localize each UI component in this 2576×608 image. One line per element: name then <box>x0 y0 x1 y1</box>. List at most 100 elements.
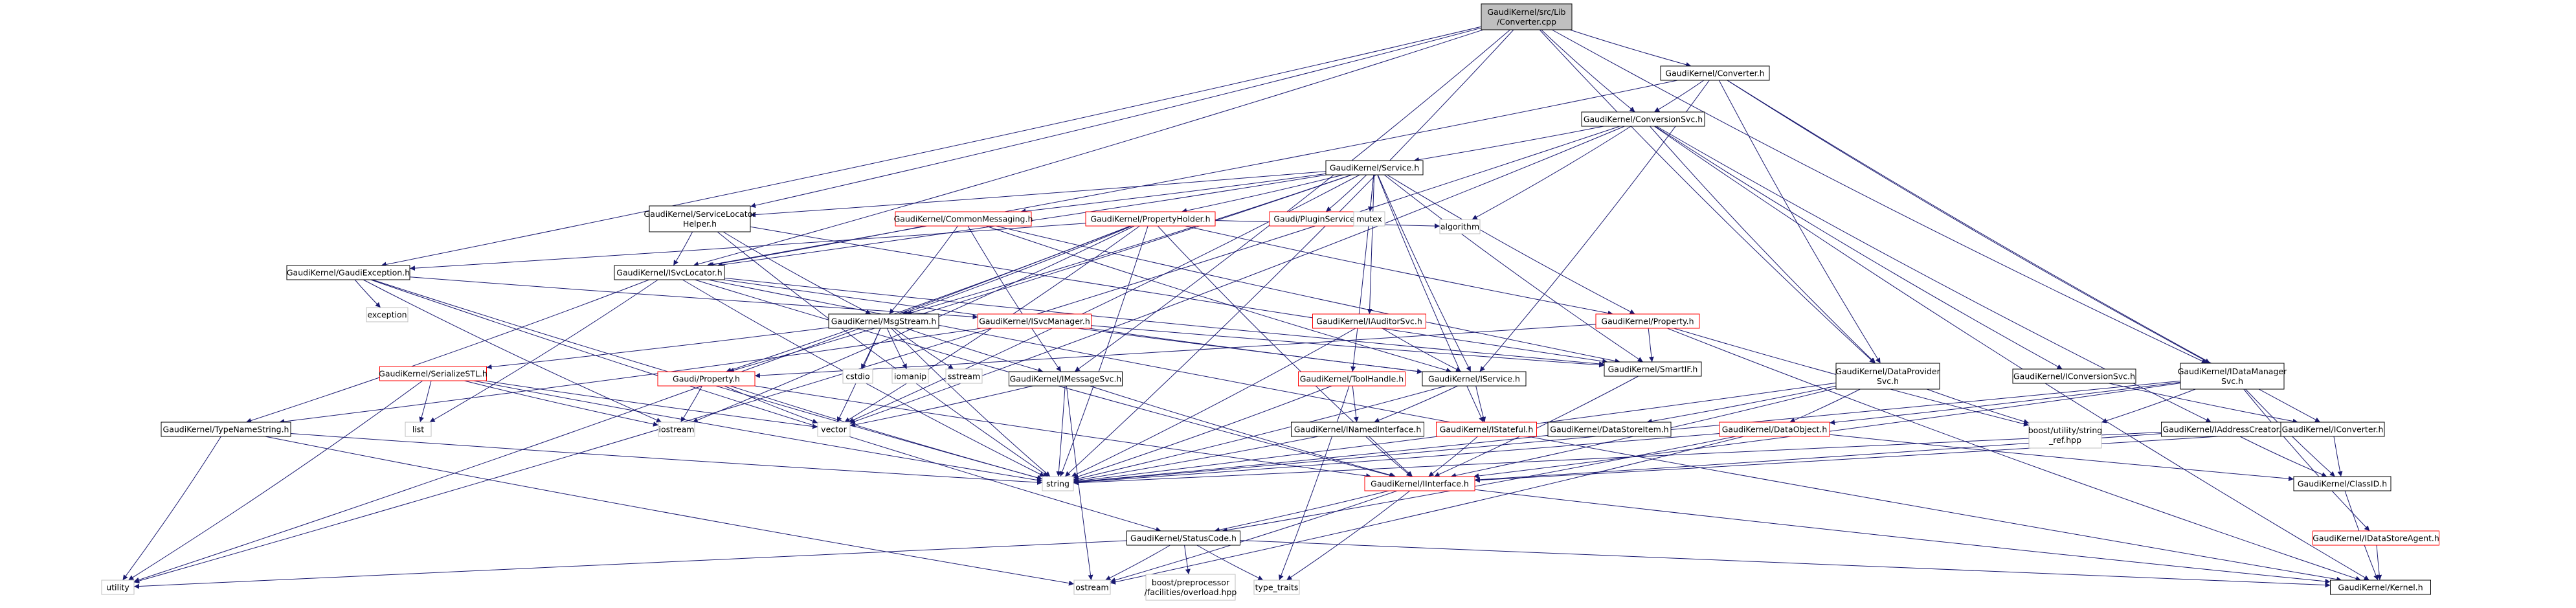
node-label: GaudiKernel/Property.h <box>1601 317 1694 326</box>
node-converter_h[interactable]: GaudiKernel/Converter.h <box>1660 65 1770 81</box>
node-box <box>1353 211 1385 227</box>
node-statuscode_h[interactable]: GaudiKernel/StatusCode.h <box>1126 530 1240 546</box>
node-property_h_gk[interactable]: GaudiKernel/Property.h <box>1595 313 1700 329</box>
edge-iinterface_h-to-statuscode_h <box>1214 490 1389 533</box>
node-label: GaudiKernel/ConversionSvc.h <box>1584 115 1703 124</box>
node-label: list <box>412 425 424 434</box>
node-iconverter_h[interactable]: GaudiKernel/IConverter.h <box>2280 422 2385 437</box>
node-gaudiexception_h[interactable]: GaudiKernel/GaudiException.h <box>286 265 410 280</box>
node-list[interactable]: list <box>405 422 432 437</box>
node-box <box>1422 371 1527 387</box>
node-ostream[interactable]: ostream <box>1073 580 1111 595</box>
edge-serializestl_h-to-utility <box>128 380 423 581</box>
edge-typenamestring_h-to-ostream <box>265 436 1075 586</box>
edge-istateful_h-to-iinterface_h <box>1428 436 1478 477</box>
edge-root-to-imessagesvc_h <box>1074 29 1510 372</box>
edge-propertyholder_h-to-utility <box>133 225 1131 583</box>
node-label: GaudiKernel/PropertyHolder.h <box>1090 214 1210 224</box>
node-box <box>1481 3 1573 30</box>
edge-gaudiexception_h-to-exception <box>354 279 381 308</box>
node-vector[interactable]: vector <box>817 422 851 437</box>
node-property_h_g[interactable]: Gaudi/Property.h <box>657 371 756 387</box>
node-toolhandle_h[interactable]: GaudiKernel/ToolHandle.h <box>1298 371 1406 387</box>
node-dataobject_h[interactable]: GaudiKernel/DataObject.h <box>1719 422 1830 437</box>
edge-servicelocatorhelper_h-to-smartif_h <box>750 226 1608 364</box>
node-label: string <box>1046 479 1070 489</box>
node-kernel_h[interactable]: GaudiKernel/Kernel.h <box>2330 580 2431 595</box>
node-label: GaudiKernel/src/Lib <box>1488 7 1566 17</box>
node-label: GaudiKernel/Service.h <box>1330 163 1419 173</box>
node-serializestl_h[interactable]: GaudiKernel/SerializeSTL.h <box>379 366 487 381</box>
node-label: boost/preprocessor <box>1152 578 1230 587</box>
edge-service_h-to-property_h_gk <box>1387 174 1635 315</box>
edge-idatastoreagent_h-to-kernel_h <box>2376 545 2382 581</box>
node-label: GaudiKernel/INamedInterface.h <box>1294 425 1422 434</box>
node-iauditorsvc_h[interactable]: GaudiKernel/IAuditorSvc.h <box>1312 313 1426 329</box>
node-box <box>1325 160 1424 175</box>
edge-datamanagersvc_h-to-dataobject_h <box>1829 381 2181 425</box>
node-label: iomanip <box>894 372 926 381</box>
node-pluginservice_h[interactable]: Gaudi/PluginService.h <box>1269 211 1367 227</box>
node-sstream[interactable]: sstream <box>945 368 983 384</box>
node-iservice_h[interactable]: GaudiKernel/IService.h <box>1422 371 1527 387</box>
edge-servicelocatorhelper_h-to-string <box>717 231 1049 477</box>
node-box <box>1364 476 1475 491</box>
node-type_traits[interactable]: type_traits <box>1253 580 1300 595</box>
edge-iservice_h-to-inamedinterface_h <box>1374 385 1458 423</box>
node-iaddresscreator_h[interactable]: GaudiKernel/IAddressCreator.h <box>2161 422 2288 437</box>
node-label: Helper.h <box>683 219 717 229</box>
edge-iservice_h-to-string <box>1073 385 1446 482</box>
node-box <box>945 368 983 384</box>
node-typenamestring_h[interactable]: GaudiKernel/TypeNameString.h <box>161 422 291 437</box>
node-mutex[interactable]: mutex <box>1353 211 1385 227</box>
node-imessagesvc_h[interactable]: GaudiKernel/IMessageSvc.h <box>1009 371 1123 387</box>
node-idatastoreagent_h[interactable]: GaudiKernel/IDataStoreAgent.h <box>2313 530 2439 546</box>
edge-service_h-to-servicelocatorhelper_h <box>750 171 1327 218</box>
node-box <box>1042 476 1074 491</box>
node-istateful_h[interactable]: GaudiKernel/IStateful.h <box>1436 422 1537 437</box>
node-iostream[interactable]: iostream <box>658 422 695 437</box>
node-box <box>891 368 929 384</box>
node-exception[interactable]: exception <box>366 307 409 322</box>
node-label: GaudiKernel/IAuditorSvc.h <box>1316 317 1422 326</box>
node-box <box>828 313 939 329</box>
node-iomanip[interactable]: iomanip <box>891 368 929 384</box>
node-utility[interactable]: utility <box>101 580 135 595</box>
edge-toolhandle_h-to-string <box>1073 385 1332 479</box>
edge-service_h-to-pluginservice_h <box>1325 174 1367 212</box>
node-commonmessaging_h[interactable]: GaudiKernel/CommonMessaging.h <box>894 211 1033 227</box>
edge-conversionsvc_h-to-utility <box>133 126 1620 583</box>
node-classid_h[interactable]: GaudiKernel/ClassID.h <box>2293 476 2391 491</box>
node-iinterface_h[interactable]: GaudiKernel/IInterface.h <box>1364 476 1475 491</box>
node-boost_string_ref[interactable]: boost/utility/string_ref.hpp <box>2028 422 2103 449</box>
node-service_h[interactable]: GaudiKernel/Service.h <box>1325 160 1424 175</box>
node-string[interactable]: string <box>1042 476 1074 491</box>
node-label: boost/utility/string <box>2028 425 2103 435</box>
node-label: algorithm <box>1440 222 1479 232</box>
edge-msgstream_h-to-string <box>891 328 1051 477</box>
node-boost_overload[interactable]: boost/preprocessor/facilities/overload.h… <box>1145 574 1237 601</box>
edge-property_h_gk-to-kernel_h <box>1667 328 2361 581</box>
node-smartif_h[interactable]: GaudiKernel/SmartIF.h <box>1604 361 1702 377</box>
node-conversionsvc_h[interactable]: GaudiKernel/ConversionSvc.h <box>1581 111 1705 127</box>
edge-serializestl_h-to-vector <box>484 380 818 429</box>
node-inamedinterface_h[interactable]: GaudiKernel/INamedInterface.h <box>1291 422 1424 437</box>
node-box <box>1660 65 1770 81</box>
node-isvcmanager_h[interactable]: GaudiKernel/ISvcManager.h <box>978 313 1092 329</box>
edge-root-to-dataprovidersvc_h <box>1539 29 1876 364</box>
node-algorithm[interactable]: algorithm <box>1439 219 1481 234</box>
node-label: GaudiKernel/Converter.h <box>1665 69 1764 78</box>
node-label: GaudiKernel/CommonMessaging.h <box>894 214 1033 224</box>
node-iconversionsvc_h[interactable]: GaudiKernel/IConversionSvc.h <box>2012 368 2136 384</box>
node-msgstream_h[interactable]: GaudiKernel/MsgStream.h <box>828 313 939 329</box>
node-root[interactable]: GaudiKernel/src/Lib/Converter.cpp <box>1481 3 1573 30</box>
node-isvclocator_h[interactable]: GaudiKernel/ISvcLocator.h <box>614 265 725 280</box>
node-label: Gaudi/Property.h <box>673 374 740 384</box>
node-cstdio[interactable]: cstdio <box>842 368 873 384</box>
node-datastoreitem_h[interactable]: GaudiKernel/DataStoreItem.h <box>1547 422 1672 437</box>
edge-statuscode_h-to-boost_overload <box>1184 545 1191 575</box>
node-propertyholder_h[interactable]: GaudiKernel/PropertyHolder.h <box>1085 211 1216 227</box>
